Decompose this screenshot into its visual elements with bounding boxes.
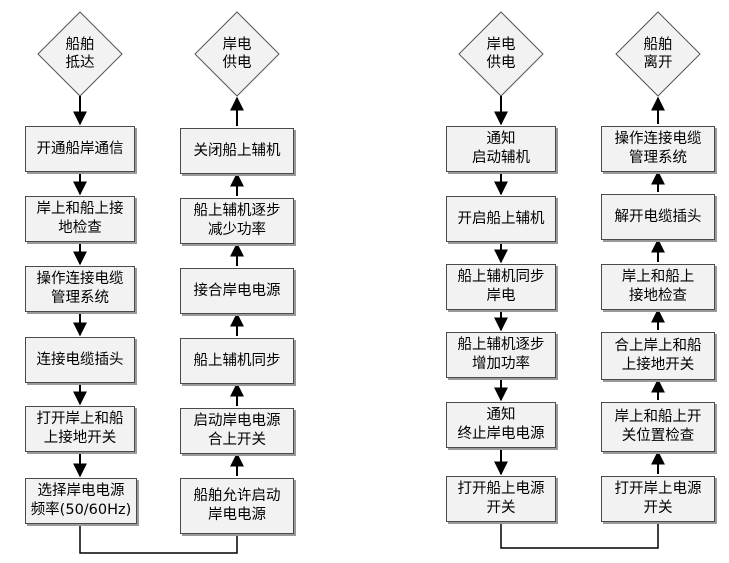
step-connect-plug: 连接电缆插头 xyxy=(25,337,135,383)
step-open-communication: 开通船岸通信 xyxy=(25,126,135,172)
step-aux-sync: 船上辅机同步 xyxy=(180,338,294,384)
step-allow-shore-power: 船舶允许启动 岸电电源 xyxy=(180,478,294,534)
step-cable-management-2: 操作连接电缆 管理系统 xyxy=(601,126,715,172)
step-engage-shore-power: 接合岸电电源 xyxy=(180,268,294,314)
connector xyxy=(500,522,659,549)
arrive-label: 船舶 抵达 xyxy=(65,37,95,71)
step-shutdown-aux: 关闭船上辅机 xyxy=(180,128,294,174)
step-switch-position-check: 岸上和船上开 关位置检查 xyxy=(601,402,715,452)
shore-power-label-b: 岸电 供电 xyxy=(486,37,516,71)
step-grounding-check: 岸上和船上接 地检查 xyxy=(25,196,135,242)
step-close-ground-switch: 合上岸上和船 上接地开关 xyxy=(601,332,715,380)
step-aux-sync-shore: 船上辅机同步 岸电 xyxy=(446,264,556,310)
step-notify-stop-shore: 通知 终止岸电电源 xyxy=(446,402,556,448)
step-open-ground-switch: 打开岸上和船 上接地开关 xyxy=(25,406,135,452)
step-increase-power: 船上辅机逐步 增加功率 xyxy=(446,332,556,378)
step-open-shore-switch: 打开岸上电源 开关 xyxy=(601,476,715,522)
step-open-ship-switch: 打开船上电源 开关 xyxy=(446,476,556,522)
step-cable-management: 操作连接电缆 管理系统 xyxy=(25,266,135,312)
step-select-frequency: 选择岸电电源 频率(50/60Hz) xyxy=(25,478,137,524)
step-start-shore-power: 启动岸电电源 合上开关 xyxy=(180,408,294,454)
shore-power-diamond-a xyxy=(194,11,280,97)
shore-power-label-a: 岸电 供电 xyxy=(222,37,252,71)
step-reduce-power: 船上辅机逐步 减少功率 xyxy=(180,198,294,244)
step-unplug-cable: 解开电缆插头 xyxy=(601,194,715,240)
connector xyxy=(79,524,238,554)
step-grounding-check-2: 岸上和船上 接地检查 xyxy=(601,264,715,310)
step-start-aux: 开启船上辅机 xyxy=(446,196,556,242)
depart-label: 船舶 离开 xyxy=(643,37,673,71)
step-notify-start-aux: 通知 启动辅机 xyxy=(446,126,556,172)
depart-diamond xyxy=(615,11,701,97)
